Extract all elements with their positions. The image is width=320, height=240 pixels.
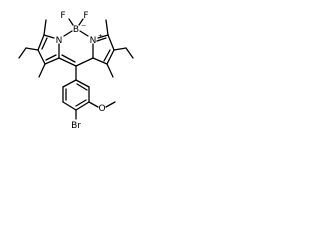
bond-right-ring-4 [92,57,108,65]
bond-left-ring-2b [41,37,48,50]
bond-benzene-3 [75,101,90,111]
atom-f-left: F [60,11,65,21]
bond-left-ring-4 [44,57,60,65]
bond-meso-right [75,57,94,67]
bond-left-ring-4b [45,54,57,61]
boron-charge: − [81,22,86,29]
bond-lines [18,18,134,120]
bond-right-methyl-bottom [106,63,114,78]
bond-meso-left [58,57,77,67]
bond-b-f-right [78,18,84,26]
atom-labels: F F B − N N + O Br [56,11,106,131]
bond-left-ethyl-1 [25,47,39,51]
atom-bromine: Br [71,121,81,131]
bond-aryl-o [88,101,99,108]
bond-right-methyl-top [105,19,109,36]
bond-left-ethyl-2 [18,47,27,59]
bond-right-ethyl-2 [125,47,134,59]
atom-n-right: N [90,36,97,46]
bond-benzene-1 [75,79,90,88]
bond-benzene-1b [76,83,88,91]
bond-right-ring-2 [107,34,115,51]
bond-benzene-4 [62,101,77,111]
bond-o-methyl [105,101,116,108]
bond-benzene-6 [62,79,77,88]
bond-left-ring-3 [37,49,46,65]
atom-f-right: F [83,11,88,21]
bond-left-methyl-bottom [38,63,46,78]
bond-right-ethyl-1 [113,47,127,51]
bond-meso-left-b [61,54,76,63]
bond-left-methyl-top [43,19,47,36]
bond-left-ring-1 [43,34,55,39]
bodipy-structure: F F B − N N + O Br [18,11,134,131]
bond-right-ring-3b [103,49,111,62]
bond-left-ring-2 [37,34,45,51]
atom-boron: B [73,25,79,35]
bond-right-ring-3 [106,49,115,65]
bond-b-n-right [79,30,89,37]
bond-b-n-left [63,30,73,37]
atom-oxygen: O [98,104,105,114]
bond-benzene-3b [75,99,87,107]
n-right-charge: + [98,33,103,40]
bond-right-ring-1 [97,34,109,39]
bond-right-ring-1b [96,37,107,42]
bond-b-f-left [68,18,74,26]
atom-n-left: N [56,36,63,46]
